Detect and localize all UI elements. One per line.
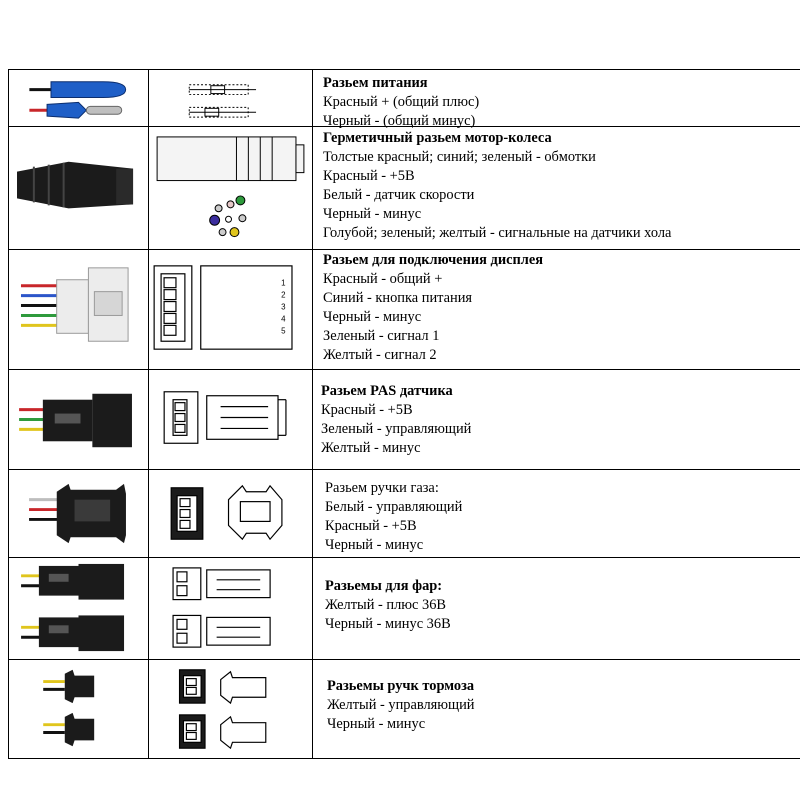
wire-description: Белый - датчик скорости bbox=[323, 187, 475, 203]
wire-description: Синий - кнопка питания bbox=[323, 290, 473, 306]
table-row-display: 1 2 3 4 5 Разьем для подключения дисплея… bbox=[8, 249, 800, 369]
connector-title: Разьем ручки газа: bbox=[325, 480, 439, 496]
svg-text:3: 3 bbox=[281, 303, 286, 312]
table-row-power: Разьем питания Красный + (общий плюс) Че… bbox=[8, 69, 800, 129]
motor-connector-diagram bbox=[148, 127, 312, 249]
wire-description: Белый - управляющий bbox=[325, 499, 463, 515]
brake-connector-diagram bbox=[148, 660, 312, 758]
throttle-connector-description: Разьем ручки газа: Белый - управляющий К… bbox=[312, 470, 800, 557]
display-connector-photo bbox=[8, 250, 148, 369]
connector-title: Разьем питания bbox=[323, 75, 428, 91]
wire-description: Черный - минус 36В bbox=[325, 616, 451, 632]
connector-title: Герметичный разьем мотор-колеса bbox=[323, 130, 552, 146]
table-row-throttle: Разьем ручки газа: Белый - управляющий К… bbox=[8, 469, 800, 557]
wire-description: Желтый - минус bbox=[321, 440, 421, 456]
svg-text:4: 4 bbox=[281, 314, 286, 323]
power-connector-photo bbox=[8, 70, 148, 126]
wire-description: Черный - минус bbox=[323, 309, 422, 325]
pas-connector-description: Разьем PAS датчика Красный - +5В Зеленый… bbox=[312, 370, 800, 469]
throttle-connector-diagram bbox=[148, 470, 312, 557]
wire-description: Голубой; зеленый; желтый - сигнальные на… bbox=[323, 225, 672, 241]
wire-description: Красный - +5В bbox=[325, 518, 417, 534]
table-row-headlight: Разьемы для фар: Желтый - плюс 36В Черны… bbox=[8, 557, 800, 659]
brake-connector-photo bbox=[8, 660, 148, 758]
connector-title: Разьем для подключения дисплея bbox=[323, 252, 544, 268]
pas-connector-photo bbox=[8, 370, 148, 469]
wire-description: Красный - +5В bbox=[323, 168, 415, 184]
table-row-brake: Разьемы ручк тормоза Желтый - управляющи… bbox=[8, 659, 800, 759]
throttle-connector-photo bbox=[8, 470, 148, 557]
wire-description: Красный + (общий плюс) bbox=[323, 94, 480, 110]
wire-description: Желтый - управляющий bbox=[327, 697, 475, 713]
display-connector-description: Разьем для подключения дисплея Красный -… bbox=[312, 250, 800, 369]
connector-title: Разьемы ручк тормоза bbox=[327, 678, 475, 694]
power-connector-diagram bbox=[148, 70, 312, 126]
wire-description: Красный - +5В bbox=[321, 402, 413, 418]
svg-text:1: 1 bbox=[281, 279, 286, 288]
table-row-pas: Разьем PAS датчика Красный - +5В Зеленый… bbox=[8, 369, 800, 469]
wire-description: Толстые красный; синий; зеленый - обмотк… bbox=[323, 149, 596, 165]
svg-text:2: 2 bbox=[281, 291, 285, 300]
wire-description: Зеленый - управляющий bbox=[321, 421, 472, 437]
power-connector-description: Разьем питания Красный + (общий плюс) Че… bbox=[312, 70, 800, 129]
svg-text:5: 5 bbox=[281, 326, 286, 335]
wire-description: Желтый - плюс 36В bbox=[325, 597, 446, 613]
connector-title: Разьемы для фар: bbox=[325, 578, 443, 594]
wire-description: Черный - минус bbox=[325, 537, 424, 553]
wire-description: Черный - минус bbox=[327, 716, 426, 732]
pas-connector-diagram bbox=[148, 370, 312, 469]
brake-connector-description: Разьемы ручк тормоза Желтый - управляющи… bbox=[312, 660, 800, 758]
motor-connector-description: Герметичный разьем мотор-колеса Толстые … bbox=[312, 127, 800, 249]
table-row-motor: Герметичный разьем мотор-колеса Толстые … bbox=[8, 126, 800, 249]
motor-connector-photo bbox=[8, 127, 148, 249]
wire-description: Зеленый - сигнал 1 bbox=[323, 328, 440, 344]
headlight-connector-photo bbox=[8, 558, 148, 659]
wire-description: Черный - (общий минус) bbox=[323, 113, 476, 129]
wire-description: Черный - минус bbox=[323, 206, 422, 222]
wire-description: Желтый - сигнал 2 bbox=[323, 347, 437, 363]
display-connector-diagram: 1 2 3 4 5 bbox=[148, 250, 312, 369]
connector-title: Разьем PAS датчика bbox=[321, 383, 453, 399]
wire-description: Красный - общий + bbox=[323, 271, 443, 287]
headlight-connector-diagram bbox=[148, 558, 312, 659]
headlight-connector-description: Разьемы для фар: Желтый - плюс 36В Черны… bbox=[312, 558, 800, 659]
